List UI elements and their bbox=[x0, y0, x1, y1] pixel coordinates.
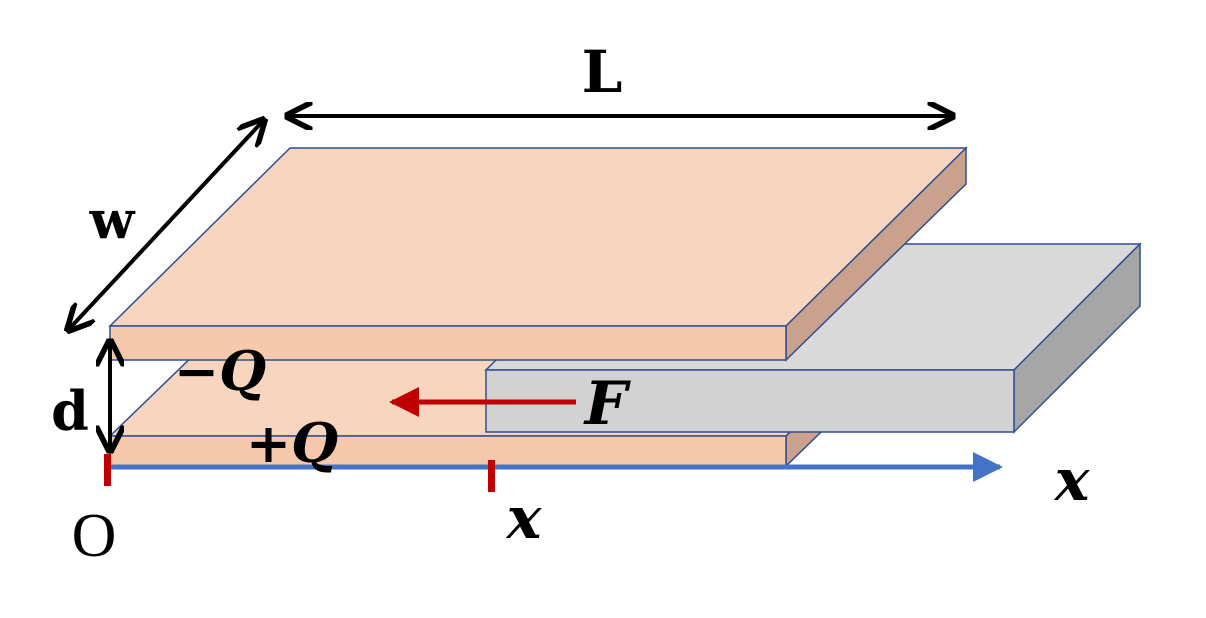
top-charge-label: −Q bbox=[174, 339, 266, 403]
bottom-plate-front-face bbox=[109, 435, 787, 467]
axis-label: x bbox=[1053, 446, 1091, 514]
length-label: L bbox=[582, 38, 623, 106]
origin-label: O bbox=[72, 502, 117, 570]
width-label: w bbox=[89, 190, 136, 251]
gap-label: d bbox=[51, 379, 89, 443]
dielectric-front-face bbox=[485, 369, 1015, 433]
position-label: x bbox=[505, 484, 543, 552]
bottom-charge-label: +Q bbox=[246, 411, 338, 475]
top-plate bbox=[108, 146, 968, 362]
width-double-arrow-icon bbox=[70, 122, 262, 328]
position-tick bbox=[488, 460, 495, 492]
force-label: F bbox=[583, 369, 632, 439]
origin-tick bbox=[104, 454, 111, 486]
